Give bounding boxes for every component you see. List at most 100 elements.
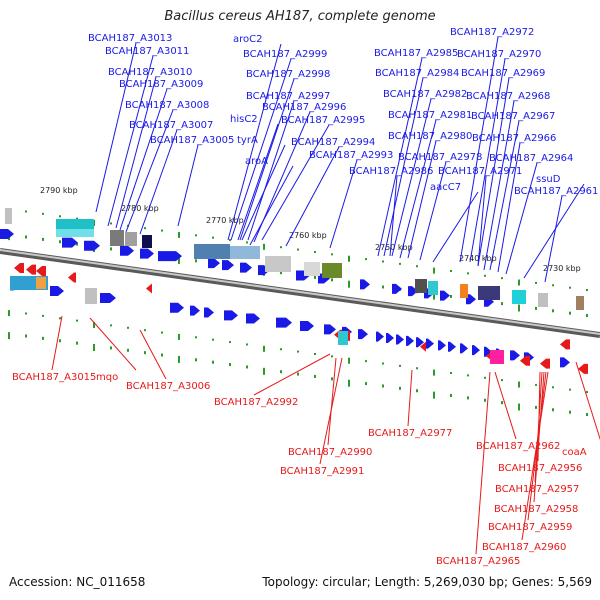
gene-arrow [376, 331, 384, 342]
gene-arrow [300, 321, 314, 331]
reverse-gene-label: BCAH187_A2958 [494, 504, 578, 515]
tick-mark [433, 267, 435, 274]
gene-arrow [466, 294, 476, 305]
gene-arrow [84, 240, 100, 251]
tick-mark [297, 350, 299, 353]
tick-mark [59, 215, 61, 218]
gene-arrow [358, 329, 368, 340]
tick-mark [59, 317, 61, 320]
reverse-gene-label: coaA [562, 447, 587, 458]
leader-line [477, 175, 487, 267]
leader-line [389, 175, 398, 257]
tick-mark [144, 329, 146, 332]
feature-block [110, 230, 124, 246]
leader-line [227, 43, 282, 241]
tick-mark [552, 386, 554, 389]
tick-mark [178, 256, 180, 264]
scale-label: 2780 kbp [121, 204, 159, 213]
tick-mark [535, 405, 537, 409]
forward-gene-label: BCAH187_A2994 [291, 137, 375, 148]
leader-line [119, 88, 168, 231]
tick-mark [518, 381, 520, 388]
tick-mark [195, 259, 197, 263]
tick-mark [314, 275, 316, 279]
tick-mark [365, 258, 367, 261]
forward-gene-label: BCAH187_A2966 [472, 133, 556, 144]
forward-gene-label: BCAH187_A2968 [466, 91, 550, 102]
forward-gene-label: BCAH187_A2978 [398, 152, 482, 163]
tick-mark [450, 372, 452, 374]
feature-block [56, 219, 94, 230]
leader-line [261, 124, 330, 241]
forward-gene-label: BCAH187_A3011 [105, 46, 189, 57]
forward-gene-label: BCAH187_A2971 [438, 166, 522, 177]
tick-mark [552, 284, 554, 287]
feature-block [512, 290, 526, 304]
forward-gene-label: aroA [245, 156, 268, 167]
leader-line [177, 144, 199, 227]
leader-line [327, 357, 337, 446]
tick-mark [535, 281, 537, 284]
tick-mark [450, 295, 452, 298]
scale-label: 2760 kbp [289, 231, 327, 240]
tick-mark [348, 255, 350, 262]
forward-gene-label: BCAH187_A2980 [388, 131, 472, 142]
leader-line [230, 58, 292, 241]
tick-mark [280, 271, 282, 275]
forward-gene-label: hisC2 [230, 114, 258, 125]
reverse-gene-label: BCAH187_A2956 [498, 463, 582, 474]
tick-mark [8, 332, 10, 340]
genome-title: Bacillus cereus AH187, complete genome [164, 9, 436, 24]
tick-mark [314, 374, 316, 378]
tick-mark [297, 248, 299, 251]
tick-mark [246, 241, 248, 244]
tick-mark [501, 401, 503, 405]
tick-mark [331, 253, 333, 256]
tick-mark [348, 280, 350, 288]
label-leaders [51, 36, 600, 555]
leader-line [319, 357, 343, 465]
tick-mark [382, 260, 384, 263]
genome-backbone [0, 248, 600, 338]
forward-gene-label: BCAH187_A2995 [281, 115, 365, 126]
gene-arrow [484, 346, 492, 357]
leader-line [107, 55, 154, 227]
feature-block [338, 331, 348, 345]
reverse-gene-label: BCAH187_A3015 [12, 372, 96, 383]
tick-mark [110, 324, 112, 327]
leader-line [523, 183, 585, 279]
forward-gene-label: BCAH187_A2986 [349, 166, 433, 177]
forward-gene-label: aacC7 [430, 182, 461, 193]
tick-mark [144, 351, 146, 355]
forward-gene-label: BCAH187_A2985 [374, 48, 458, 59]
tick-mark [42, 212, 44, 215]
leader-line [139, 329, 167, 380]
tick-mark [263, 243, 265, 250]
reverse-gene-label: BCAH187_A2992 [214, 397, 298, 408]
leader-line [469, 58, 506, 263]
tick-mark [195, 358, 197, 362]
gene-arrow [520, 355, 530, 366]
feature-block [460, 284, 468, 298]
gene-arrow [416, 337, 424, 348]
gene-arrow [68, 272, 76, 283]
tick-mark [484, 274, 486, 277]
tick-mark [484, 376, 486, 379]
reverse-gene-label: BCAH187_A2962 [476, 441, 560, 452]
gene-arrow [158, 251, 182, 262]
feature-block [194, 244, 230, 259]
feature-block [230, 246, 260, 259]
leader-line [505, 162, 538, 275]
leader-line [419, 161, 447, 261]
gene-arrow [240, 262, 252, 273]
tick-mark [331, 278, 333, 282]
tick-mark [314, 352, 316, 355]
gene-arrow [0, 229, 14, 239]
feature-block [415, 279, 427, 293]
gene-arrow [386, 333, 394, 344]
leader-line [125, 109, 174, 233]
forward-gene-label: BCAH187_A2996 [262, 102, 346, 113]
feature-blocks [5, 208, 584, 364]
tick-mark [586, 391, 588, 394]
